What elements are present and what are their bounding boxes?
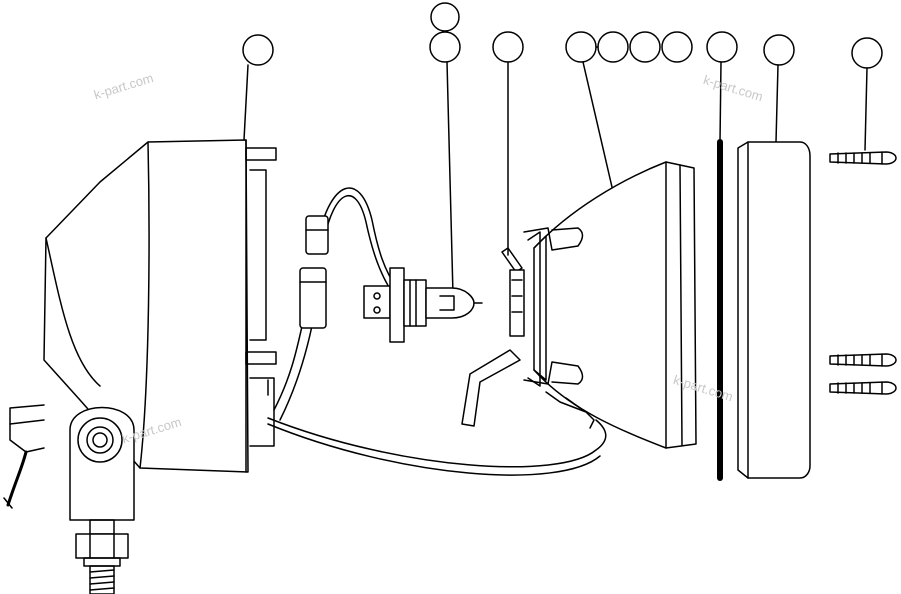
callout-8 [661, 31, 693, 63]
callout-9 [706, 31, 738, 143]
front-lens [737, 141, 811, 479]
callout-4 [492, 31, 524, 256]
cable-gland [3, 404, 45, 509]
callout-1 [242, 34, 274, 141]
callout-2 [430, 2, 460, 32]
bulb [363, 267, 483, 343]
screw-top [829, 151, 897, 165]
callout-6 [595, 31, 629, 63]
callout-10 [763, 34, 795, 143]
lamp-housing [43, 139, 277, 473]
screw-bottom [829, 381, 897, 395]
mounting-bracket [69, 406, 135, 594]
connector-plug [299, 215, 329, 329]
callout-5 [565, 31, 616, 201]
screw-middle [829, 353, 897, 367]
reflector [523, 161, 697, 449]
retaining-clip [461, 247, 525, 427]
callout-3 [429, 31, 461, 296]
wiring [267, 187, 607, 476]
callout-7 [629, 31, 661, 63]
callout-11 [851, 37, 883, 151]
